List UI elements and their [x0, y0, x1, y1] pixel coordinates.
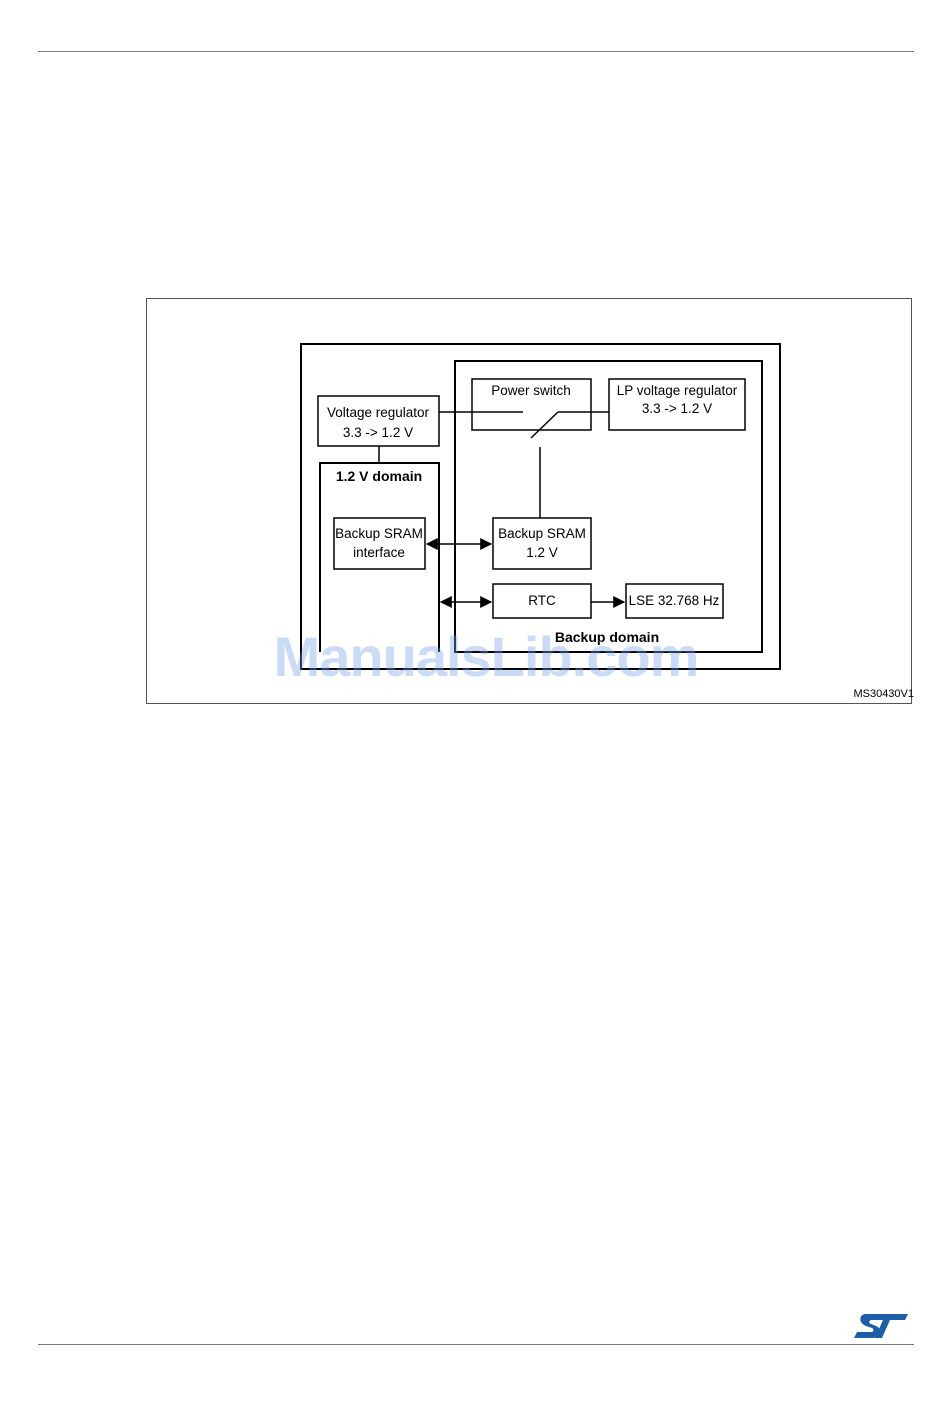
figure-frame	[146, 298, 912, 704]
footer-rule	[38, 1344, 914, 1345]
st-logo-icon	[852, 1308, 910, 1342]
header-rule	[38, 51, 914, 52]
